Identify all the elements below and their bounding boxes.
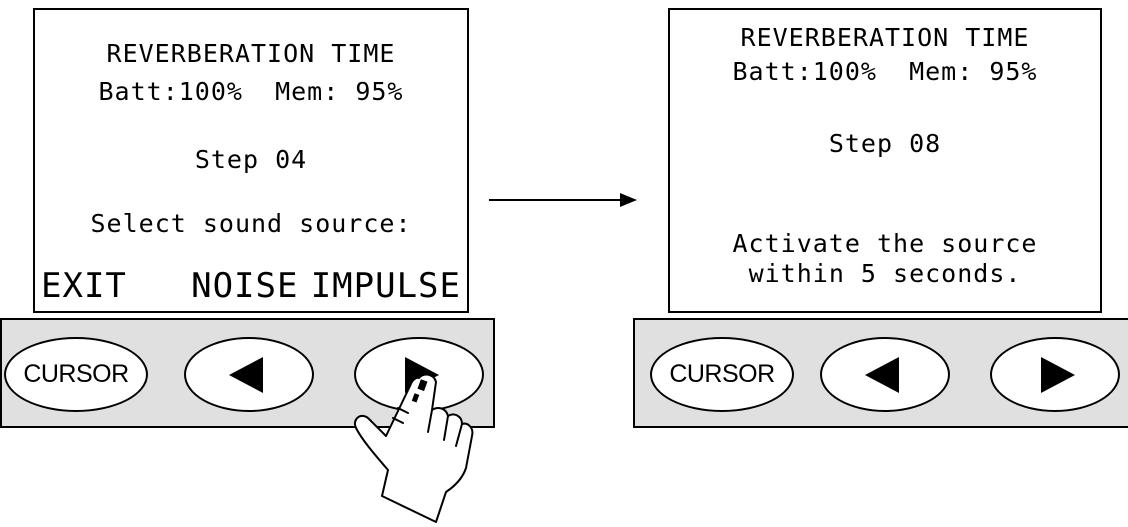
left-arrow-button[interactable]	[184, 337, 314, 412]
screen-status: Batt:100% Mem: 95%	[732, 57, 1038, 86]
right-arrow-button[interactable]	[354, 337, 484, 412]
cursor-button[interactable]: CURSOR	[4, 337, 148, 412]
softkey-labels: EXIT NOISE IMPULSE	[41, 267, 461, 305]
left-lcd-screen: REVERBERATION TIME Batt:100% Mem: 95% St…	[33, 8, 469, 313]
softkey-impulse[interactable]: IMPULSE	[310, 266, 461, 306]
screen-message-line2: within 5 seconds.	[748, 259, 1022, 288]
screen-message-line1: Activate the source	[732, 229, 1038, 258]
screen-step: Step 04	[194, 145, 308, 174]
screen-title: REVERBERATION TIME	[740, 23, 1030, 52]
left-arrow-button[interactable]	[820, 337, 950, 412]
screen-title: REVERBERATION TIME	[106, 39, 396, 68]
right-triangle-icon	[405, 356, 439, 393]
cursor-button[interactable]: CURSOR	[650, 337, 794, 412]
screen-status: Batt:100% Mem: 95%	[98, 77, 404, 106]
softkey-noise[interactable]: NOISE	[191, 266, 299, 306]
left-triangle-icon	[865, 356, 899, 393]
screen-step: Step 08	[828, 129, 942, 158]
right-arrow-button[interactable]	[990, 337, 1120, 412]
left-keypad: CURSOR	[0, 318, 495, 428]
left-triangle-icon	[229, 356, 263, 393]
right-triangle-icon	[1041, 356, 1075, 393]
softkey-exit[interactable]: EXIT	[41, 266, 127, 306]
cursor-button-label: CURSOR	[23, 360, 129, 388]
right-keypad: CURSOR	[633, 318, 1128, 428]
right-lcd-screen: REVERBERATION TIME Batt:100% Mem: 95% St…	[668, 8, 1102, 313]
cursor-button-label: CURSOR	[669, 360, 775, 388]
screen-prompt: Select sound source:	[90, 209, 412, 238]
